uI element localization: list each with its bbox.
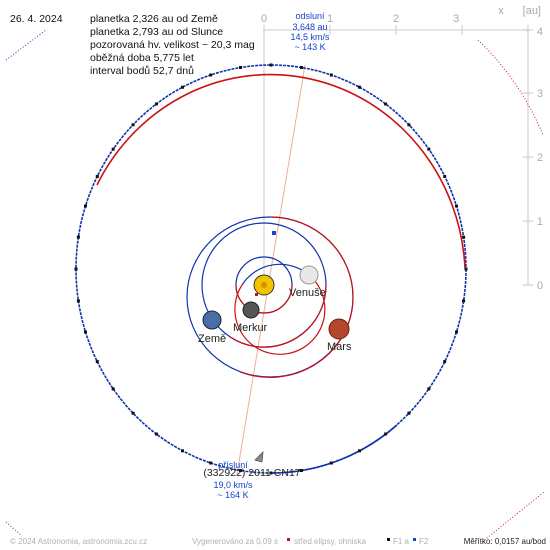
venus-orbit bbox=[241, 263, 310, 286]
asteroid-icon bbox=[254, 450, 264, 463]
orbit-point bbox=[462, 235, 466, 239]
legend-f1-label: F1 a bbox=[393, 537, 410, 546]
x-tick-2: 2 bbox=[393, 13, 399, 25]
orbit-point bbox=[76, 235, 80, 239]
info-magnitude: pozorovaná hv. velikost ~ 20,3 mag bbox=[90, 39, 255, 51]
footer-copyright: © 2024 Astronomia, astronomia.zcu.cz bbox=[10, 537, 147, 546]
x-axis-label: x bbox=[498, 5, 504, 17]
legend-center-swatch bbox=[287, 538, 290, 541]
mercury-label: Merkur bbox=[233, 322, 268, 334]
x-tick-0: 0 bbox=[261, 13, 267, 25]
y-tick-1: 1 bbox=[537, 216, 543, 228]
aphelion-distance: 3,648 au bbox=[292, 22, 327, 32]
x-tick-1: 1 bbox=[327, 13, 333, 25]
orbit-point bbox=[464, 267, 468, 271]
orbit-point bbox=[300, 469, 303, 472]
orbit-point bbox=[300, 66, 303, 69]
earth-icon bbox=[202, 310, 222, 330]
x-tick-3: 3 bbox=[453, 13, 459, 25]
orbit-point bbox=[154, 432, 158, 436]
mars-label: Mars bbox=[327, 341, 352, 353]
legend-center-label: střed elipsy, ohniska bbox=[294, 537, 366, 546]
orbit-point bbox=[427, 147, 431, 151]
y-tick-0: 0 bbox=[537, 280, 543, 292]
orbit-point bbox=[84, 204, 87, 208]
aphelion-speed: 14,5 km/s bbox=[290, 32, 330, 42]
date-label: 26. 4. 2024 bbox=[10, 13, 63, 25]
orbit-point bbox=[329, 461, 333, 465]
mercury-icon bbox=[242, 301, 260, 319]
info-sun-distance: planetka 2,793 au od Slunce bbox=[90, 26, 223, 38]
orbit-point bbox=[329, 73, 333, 77]
orbit-point bbox=[131, 411, 135, 415]
earth-label: Země bbox=[198, 333, 226, 345]
orbit-point bbox=[407, 123, 411, 127]
aphelion-temp: ~ 143 K bbox=[294, 42, 325, 52]
orbit-point bbox=[443, 360, 447, 364]
orbit-point bbox=[76, 299, 80, 303]
venus-label: Venuše bbox=[289, 287, 326, 299]
aphelion-title: odsluní bbox=[295, 11, 325, 21]
y-axis-label: [au] bbox=[523, 5, 541, 17]
y-tick-3: 3 bbox=[537, 88, 543, 100]
orbit-point bbox=[95, 174, 99, 178]
orbit-point bbox=[269, 63, 273, 67]
orbit-point bbox=[131, 123, 135, 127]
orbit-point bbox=[455, 330, 458, 334]
footer-generated: Vygenerováno za 0,09 s bbox=[192, 537, 278, 546]
asteroid-name-label: (332922) 2011 CN17 bbox=[203, 467, 300, 479]
y-tick-2: 2 bbox=[537, 152, 543, 164]
orbit-point bbox=[181, 85, 184, 89]
orbit-point bbox=[358, 85, 361, 89]
legend-f2-label: F2 bbox=[419, 537, 429, 546]
orbit-point bbox=[239, 469, 242, 472]
info-earth-distance: planetka 2,326 au od Země bbox=[90, 13, 218, 25]
y-tick-4: 4 bbox=[537, 26, 543, 38]
legend-f2-swatch bbox=[413, 538, 416, 541]
asteroid-orbit-above bbox=[96, 73, 466, 269]
orbit-point bbox=[384, 432, 388, 436]
orbit-point bbox=[455, 204, 458, 208]
orbit-point bbox=[407, 411, 411, 415]
orbit-point bbox=[443, 174, 447, 178]
corner-arc-tl bbox=[5, 29, 47, 61]
orbit-point bbox=[74, 267, 78, 271]
orbit-point-markers bbox=[74, 63, 468, 475]
corner-arc-br bbox=[481, 491, 545, 543]
focus-f2-marker bbox=[272, 231, 276, 235]
orbit-point bbox=[384, 102, 388, 106]
orbit-point bbox=[111, 147, 115, 151]
corner-arc-bl bbox=[5, 521, 23, 537]
orbit-point bbox=[95, 360, 99, 364]
corner-arc-tr bbox=[477, 39, 544, 136]
apsis-line bbox=[236, 64, 306, 475]
orbit-point bbox=[239, 66, 242, 69]
footer-scale: Měřítko: 0,0157 au/bod bbox=[464, 537, 546, 546]
venus-icon bbox=[299, 265, 319, 285]
info-point-interval: interval bodů 52,7 dnů bbox=[90, 65, 194, 77]
orbit-point bbox=[154, 102, 158, 106]
perihelion-speed: 19,0 km/s bbox=[213, 480, 253, 490]
orbit-point bbox=[209, 461, 213, 465]
perihelion-title: přísluní bbox=[218, 460, 248, 470]
orbit-point bbox=[111, 387, 115, 391]
legend-f1-swatch bbox=[387, 538, 390, 541]
orbit-point bbox=[358, 449, 361, 453]
orbit-point bbox=[462, 299, 466, 303]
ellipse-center-marker bbox=[255, 293, 258, 296]
orbit-point bbox=[209, 73, 213, 77]
orbit-point bbox=[181, 449, 184, 453]
orbit-point bbox=[427, 387, 431, 391]
mars-icon bbox=[328, 318, 350, 340]
orbit-point bbox=[269, 471, 273, 475]
info-period: oběžná doba 5,775 let bbox=[90, 52, 194, 64]
perihelion-temp: ~ 164 K bbox=[217, 490, 248, 500]
orbit-point bbox=[84, 330, 87, 334]
